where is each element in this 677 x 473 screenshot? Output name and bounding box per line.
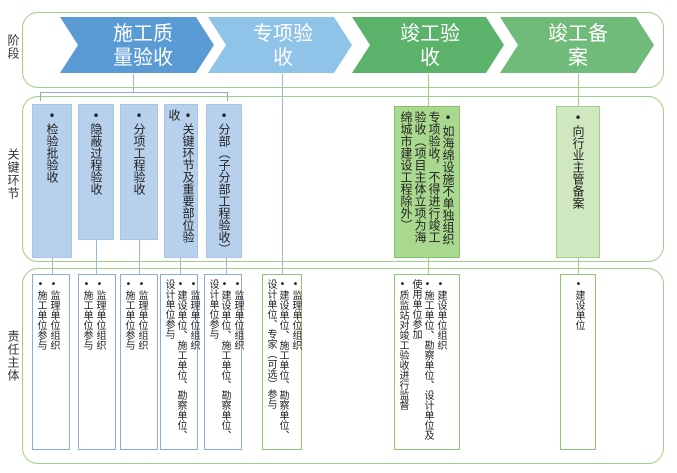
key-item-filing: •向行业主管备案: [556, 106, 600, 258]
key4-stem: [180, 258, 181, 274]
resp-group-4: •建设单位、施工单位、勘察单位、设计单位参与 •监理单位组织: [160, 274, 199, 450]
resp-group-8: •建设单位: [560, 274, 596, 450]
key-item-text: •隐蔽过程验收: [89, 109, 103, 195]
stage4-line: [578, 74, 579, 108]
key-item-inspection-lot: •检验批验收: [32, 104, 72, 258]
key-item-text: •检验批验收: [45, 109, 59, 183]
stage3-line: [428, 74, 429, 108]
key6-stem: [428, 258, 429, 274]
key-item-key-parts: •关键环节及重要部位验收: [164, 104, 198, 258]
stage-label-4: 竣工备 案: [548, 21, 608, 69]
resp-line: •监理单位组织: [94, 279, 105, 350]
stage-label-2: 专项验 收: [253, 21, 313, 69]
resp-line: •监理单位组织: [290, 279, 301, 350]
key-item-text: •分项工程验收: [132, 109, 146, 195]
resp-line: •建设单位组织: [435, 279, 446, 350]
row-label-key: 关键环节: [6, 148, 20, 200]
stage-chevron-4: [500, 17, 654, 73]
row-label-resp: 责任主体: [6, 330, 20, 382]
resp-line: •施工单位参与: [35, 279, 46, 350]
stage1-bracket: [40, 92, 228, 101]
stage-chevrons: [60, 17, 654, 73]
key-item-text: •关键环节及重要部位验收: [167, 109, 195, 243]
resp-group-6: •建设单位、施工单位、勘察单位、设计单位、专家（可选）参与 •监理单位组织: [262, 274, 302, 450]
key-item-subitem-works: •分项工程验收: [120, 104, 158, 240]
resp-group-2: •施工单位参与 •监理单位组织: [78, 274, 116, 450]
row-label-stage: 阶段: [6, 34, 20, 60]
key-item-text: •向行业主管备案: [571, 111, 585, 209]
stage1-stem: [133, 74, 134, 92]
resp-line: •建设单位、施工单位、勘察单位、设计单位参与: [163, 279, 186, 440]
resp-line: •施工单位参与: [81, 279, 92, 350]
resp-line: •监理单位组织: [48, 279, 59, 350]
stage-row-frame: [22, 12, 664, 88]
resp-line: •施工单位、勘察单位、设计单位及使用单位参加: [410, 279, 433, 440]
key2-stem: [96, 240, 97, 274]
key-item-division-works: •分部（子分部工程验收）: [206, 104, 242, 258]
stage-label-1: 施工质 量验收: [113, 21, 173, 69]
resp-line: •建设单位: [573, 279, 584, 330]
stage-label-3: 竣工验 收: [400, 21, 460, 69]
resp-line: •监理单位组织: [232, 279, 243, 350]
resp-group-7: •质监站对竣工验收进行监督 •施工单位、勘察单位、设计单位及使用单位参加 •建设…: [394, 274, 460, 450]
stage-chevron-3: [352, 17, 504, 73]
key-row-frame: [22, 96, 664, 262]
stage-chevron-2: [208, 17, 352, 73]
resp-line: •建设单位、施工单位、勘察单位、设计单位、专家（可选）参与: [265, 279, 288, 440]
resp-group-1: •施工单位参与 •监理单位组织: [32, 274, 70, 450]
key-item-text: •分部（子分部工程验收）: [217, 109, 231, 255]
key-item-text: •如海绵设施不单独组织专项验收，不得进行竣工验收（项目主体立项为海绵城市建设工程…: [399, 111, 455, 245]
resp-group-3: •施工单位参与 •监理单位组织: [120, 274, 158, 450]
key-item-sponge-facility: •如海绵设施不单独组织专项验收，不得进行竣工验收（项目主体立项为海绵城市建设工程…: [394, 106, 460, 258]
resp-group-5: •建设单位、施工单位、勘察单位、设计单位参与 •监理单位组织: [204, 274, 243, 450]
resp-line: •监理单位组织: [188, 279, 199, 350]
key-item-concealed-works: •隐蔽过程验收: [78, 104, 114, 240]
key1-stem: [52, 258, 53, 274]
resp-row-frame: [22, 268, 664, 464]
stage2-line: [282, 74, 283, 274]
resp-line: •监理单位组织: [136, 279, 147, 350]
resp-line: •建设单位、施工单位、勘察单位、设计单位参与: [207, 279, 230, 440]
resp-line: •施工单位参与: [123, 279, 134, 350]
key3-stem: [139, 240, 140, 274]
resp-line: •质监站对竣工验收进行监督: [397, 279, 408, 410]
key5-stem: [226, 258, 227, 274]
key7-stem: [578, 258, 579, 274]
stage-chevron-1: [60, 17, 214, 73]
